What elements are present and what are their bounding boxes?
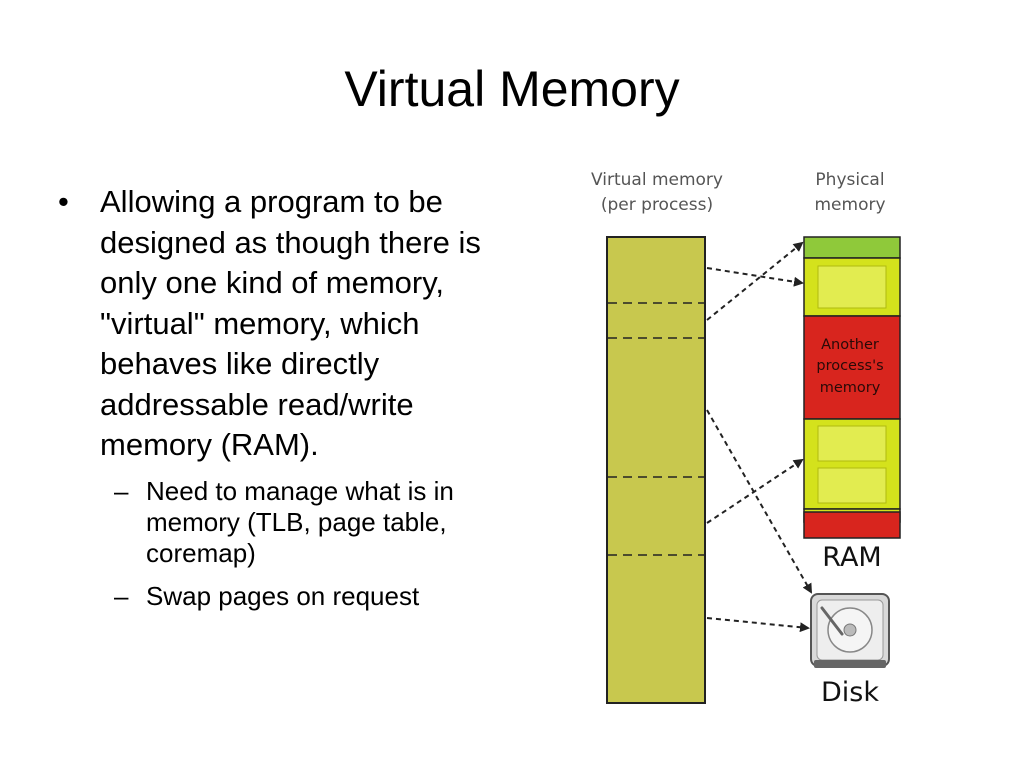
- per-process-label: (per process): [601, 195, 713, 215]
- dash-icon: –: [114, 580, 129, 611]
- mapping-arrow: [706, 617, 810, 633]
- slide-title: Virtual Memory: [344, 61, 680, 117]
- virtual-page-dividers: [608, 302, 704, 556]
- virtual-memory-label: Virtual memory: [591, 170, 723, 190]
- sub-bullet-text: Need to manage what is in memory (TLB, p…: [146, 475, 454, 568]
- mapping-arrow: [706, 267, 804, 287]
- virtual-memory-block: [606, 236, 706, 704]
- physical-label: Physical: [815, 170, 884, 190]
- bullet-item: • Allowing a program to be designed as t…: [58, 182, 508, 466]
- mapping-arrows: [706, 241, 812, 633]
- bullet-dot-icon: •: [58, 184, 69, 219]
- another-process-block: [803, 315, 901, 420]
- diagram-svg: Virtual memory (per process) Physical me…: [591, 170, 901, 708]
- sub-bullet-item: – Need to manage what is in memory (TLB,…: [114, 476, 508, 569]
- another-process-text: Another: [821, 337, 879, 353]
- virtual-memory-diagram: Virtual memory (per process) Physical me…: [560, 160, 920, 720]
- sub-bullet-list: – Need to manage what is in memory (TLB,…: [58, 476, 508, 612]
- dash-icon: –: [114, 475, 129, 506]
- bullet-list: • Allowing a program to be designed as t…: [58, 182, 508, 624]
- sub-bullet-item: – Swap pages on request: [114, 581, 508, 612]
- another-process-text: process's: [816, 358, 883, 374]
- another-process-text: memory: [820, 380, 881, 396]
- mapping-arrow: [706, 241, 804, 321]
- mapping-arrow: [706, 409, 812, 594]
- mapping-arrow: [706, 458, 804, 524]
- disk-icon: [810, 593, 890, 668]
- bullet-text: Allowing a program to be designed as tho…: [100, 184, 481, 462]
- physical-memory-label: memory: [814, 195, 885, 215]
- disk-label: Disk: [821, 677, 879, 708]
- physical-memory-block: [803, 236, 901, 539]
- sub-bullet-text: Swap pages on request: [146, 580, 420, 611]
- ram-label: RAM: [822, 542, 881, 573]
